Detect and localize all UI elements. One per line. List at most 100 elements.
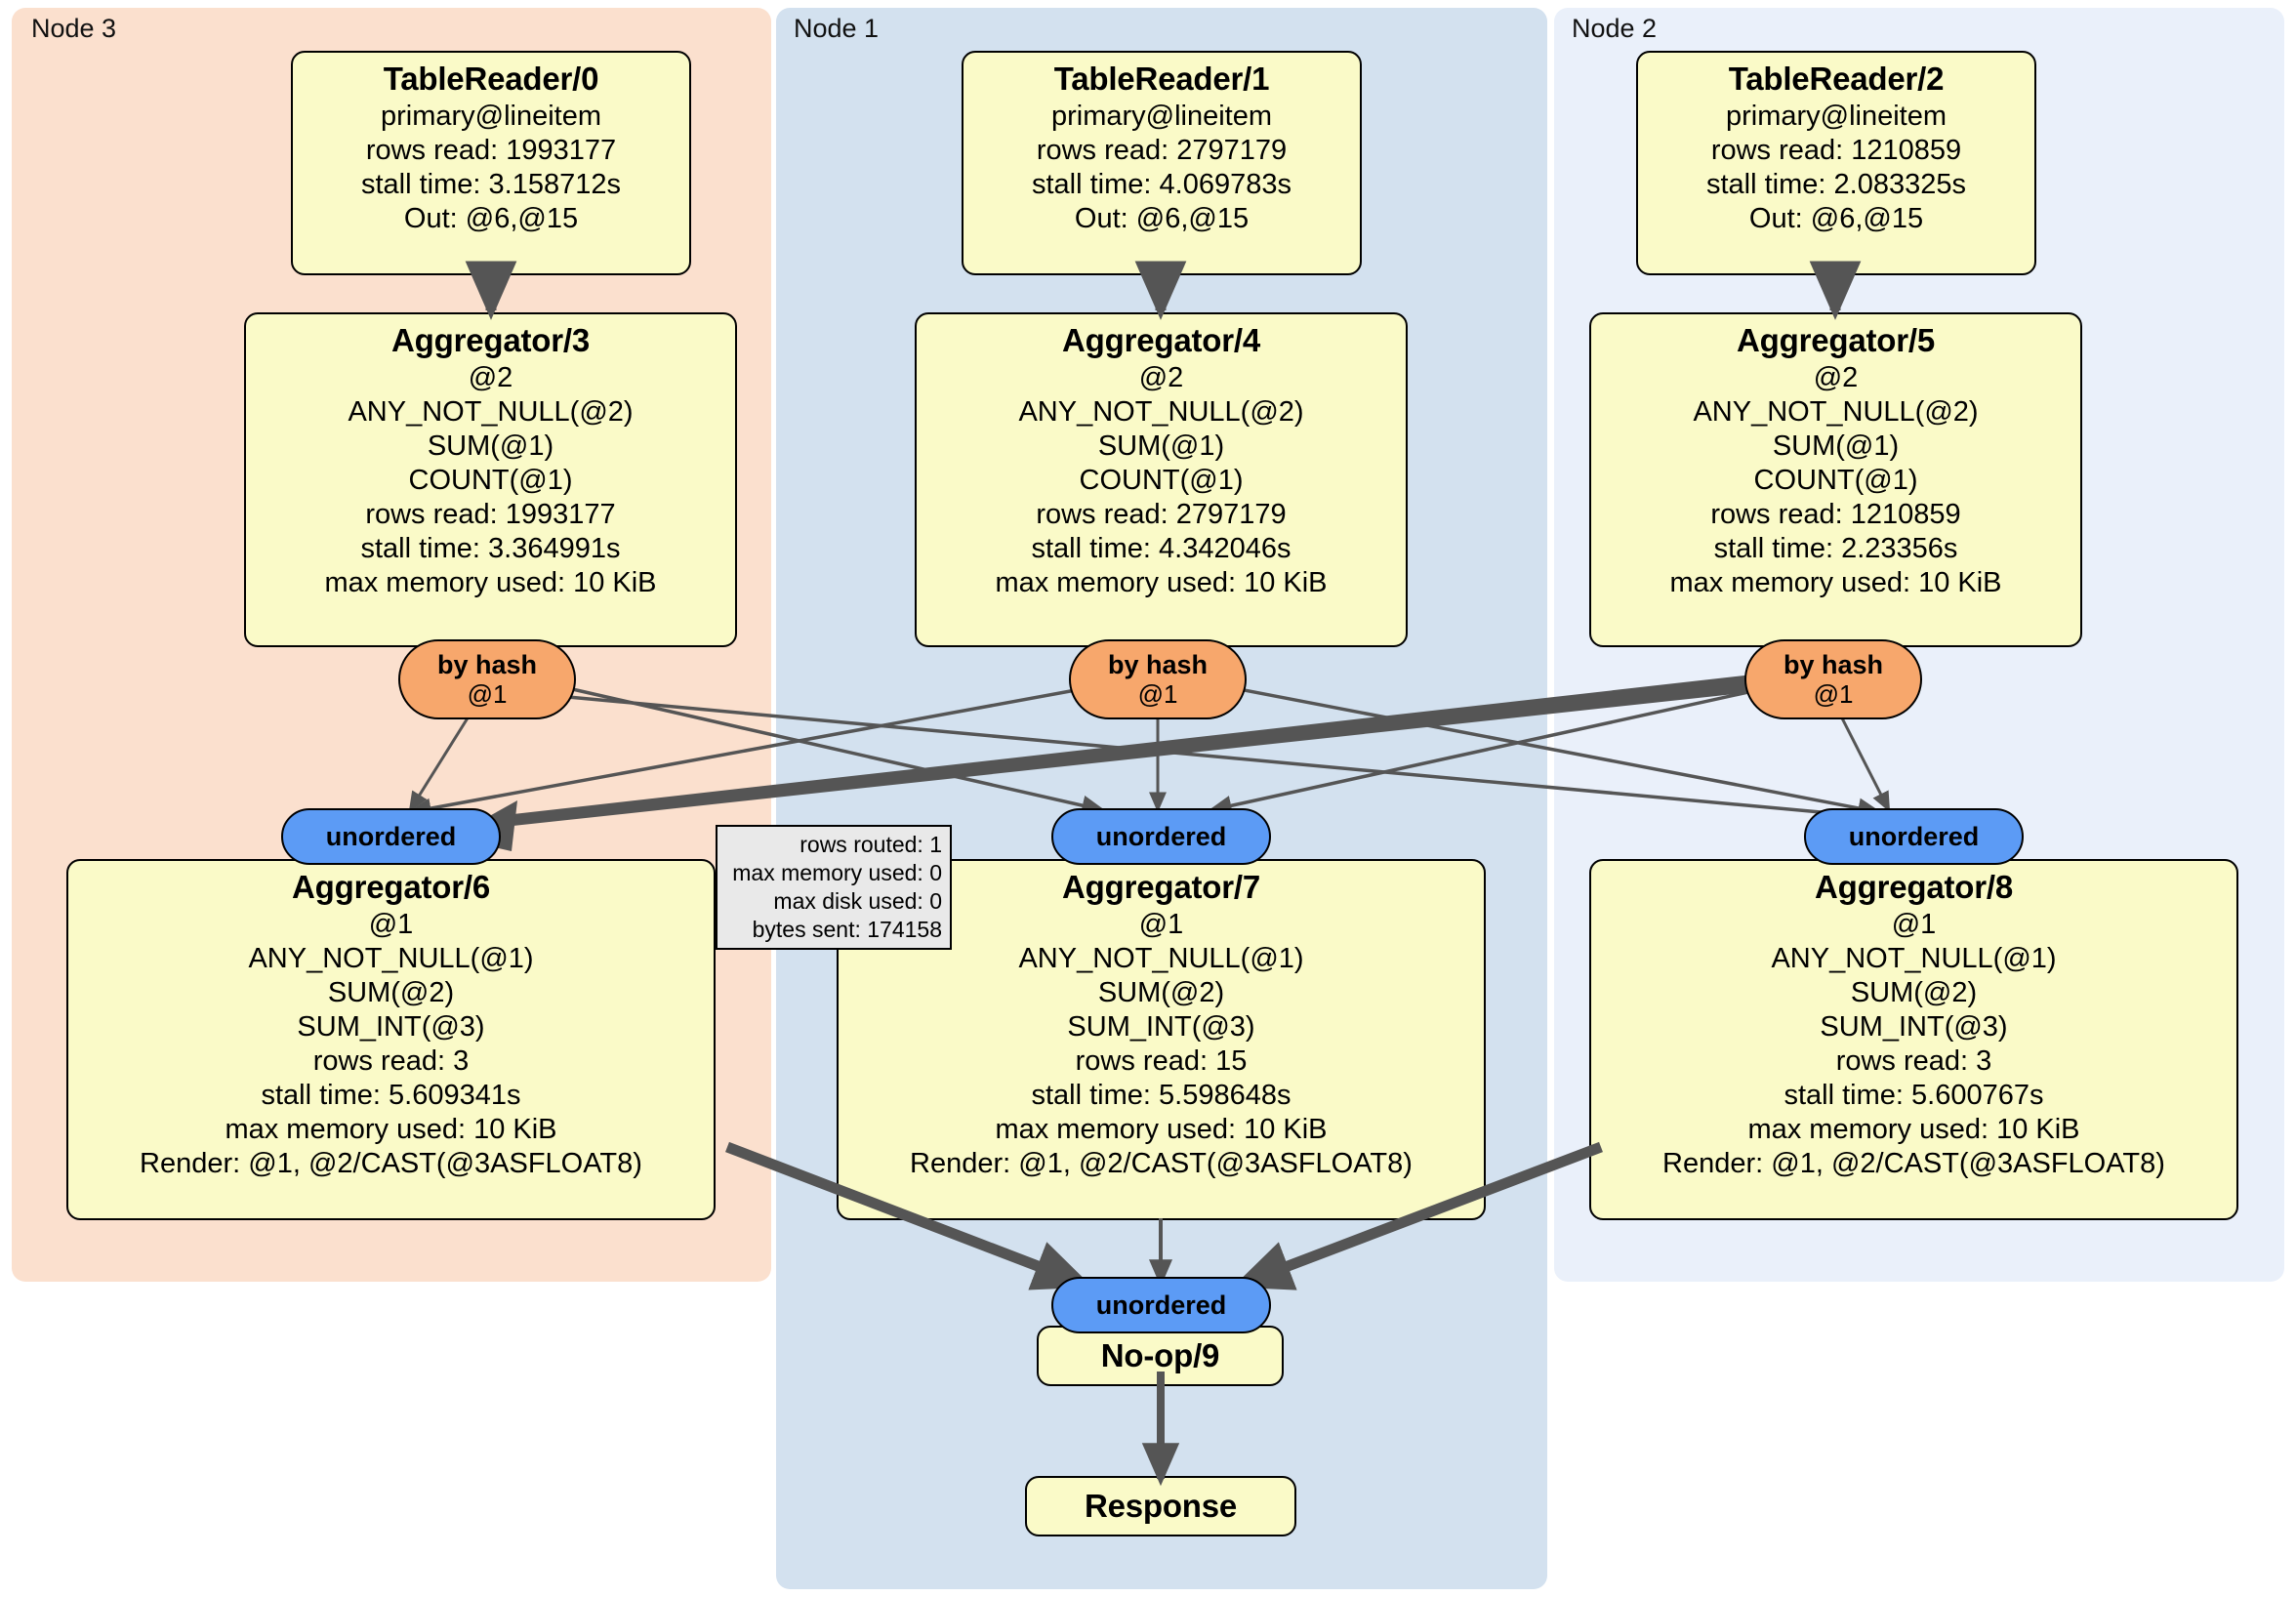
node-detail: SUM(@1) [427,430,554,462]
node-detail: ANY_NOT_NULL(@2) [1693,396,1979,428]
node-detail: SUM(@1) [1772,430,1900,462]
node-aggregator4[interactable]: Aggregator/4 @2 ANY_NOT_NULL(@2) SUM(@1)… [915,312,1408,647]
node-detail: primary@lineitem [380,101,602,132]
node-detail: SUM(@1) [1097,430,1225,462]
node-detail: stall time: 3.158712s [361,169,621,200]
node-response[interactable]: Response [1025,1476,1296,1536]
node-tablereader1[interactable]: TableReader/1 primary@lineitem rows read… [962,51,1362,275]
router-subtitle: @1 [1813,679,1854,709]
node-tablereader0[interactable]: TableReader/0 primary@lineitem rows read… [291,51,691,275]
node-title: Aggregator/4 [1062,322,1260,358]
node-detail: max memory used: 10 KiB [995,567,1328,598]
node-detail: max memory used: 10 KiB [995,1114,1328,1145]
node-detail: rows read: 1210859 [1710,135,1962,166]
node-detail: max memory used: 10 KiB [1669,567,2002,598]
stats-line: rows routed: 1 [800,832,942,857]
node-detail: rows read: 3 [312,1045,470,1077]
router-title: by hash [1107,650,1209,679]
node-detail: @1 [368,909,414,940]
node-detail: Out: @6,@15 [403,203,579,234]
node-detail: COUNT(@1) [408,465,573,496]
router-title: by hash [436,650,538,679]
node-title: Aggregator/3 [391,322,590,358]
node-detail: Render: @1, @2/CAST(@3ASFLOAT8) [910,1148,1413,1179]
router-unordered-node1[interactable]: unordered [1051,808,1271,865]
router-subtitle: @1 [1137,679,1178,709]
node-detail: Out: @6,@15 [1748,203,1924,234]
stats-line: max memory used: 0 [732,860,942,885]
node-detail: COUNT(@1) [1753,465,1918,496]
stats-line: max disk used: 0 [773,888,942,914]
node-detail: SUM_INT(@3) [297,1011,485,1043]
node-title: TableReader/0 [383,61,599,97]
node-detail: SUM_INT(@3) [1820,1011,2008,1043]
node-detail: stall time: 5.609341s [261,1080,521,1111]
node-detail: stall time: 4.342046s [1031,533,1292,564]
node-detail: rows read: 2797179 [1036,499,1287,530]
node-detail: ANY_NOT_NULL(@1) [248,943,534,974]
router-subtitle: @1 [467,679,508,709]
node-detail: ANY_NOT_NULL(@1) [1771,943,2057,974]
router-unordered-node3[interactable]: unordered [281,808,501,865]
node-title: Response [1084,1488,1238,1524]
router-title: unordered [1848,822,1980,851]
node-detail: SUM(@2) [327,977,455,1008]
node-detail: stall time: 2.083325s [1706,169,1966,200]
cluster-label-node3: Node 3 [31,14,117,43]
node-aggregator6[interactable]: Aggregator/6 @1 ANY_NOT_NULL(@1) SUM(@2)… [66,859,716,1220]
node-detail: stall time: 4.069783s [1032,169,1292,200]
node-detail: SUM_INT(@3) [1067,1011,1255,1043]
node-detail: @1 [1138,909,1184,940]
node-detail: Out: @6,@15 [1074,203,1250,234]
router-by-hash-node2[interactable]: by hash @1 [1744,639,1922,719]
node-detail: stall time: 5.600767s [1784,1080,2044,1111]
stats-line: bytes sent: 174158 [752,917,942,942]
router-unordered-node2[interactable]: unordered [1804,808,2024,865]
node-title: TableReader/1 [1053,61,1270,97]
node-title: Aggregator/7 [1062,869,1260,905]
node-detail: ANY_NOT_NULL(@1) [1018,943,1304,974]
router-by-hash-node1[interactable]: by hash @1 [1069,639,1247,719]
node-title: Aggregator/5 [1737,322,1935,358]
node-title: Aggregator/8 [1815,869,2013,905]
node-title: TableReader/2 [1728,61,1945,97]
node-detail: @2 [468,362,513,393]
node-detail: rows read: 15 [1075,1045,1248,1077]
node-detail: rows read: 1993177 [365,135,617,166]
node-detail: ANY_NOT_NULL(@2) [348,396,634,428]
node-detail: @1 [1891,909,1937,940]
node-detail: @2 [1813,362,1859,393]
node-noop9[interactable]: No-op/9 [1037,1326,1284,1386]
node-aggregator8[interactable]: Aggregator/8 @1 ANY_NOT_NULL(@1) SUM(@2)… [1589,859,2238,1220]
cluster-label-node1: Node 1 [794,14,880,43]
node-aggregator3[interactable]: Aggregator/3 @2 ANY_NOT_NULL(@2) SUM(@1)… [244,312,737,647]
node-title: No-op/9 [1100,1337,1220,1373]
router-title: unordered [325,822,457,851]
node-detail: stall time: 5.598648s [1031,1080,1292,1111]
node-detail: rows read: 1210859 [1710,499,1961,530]
node-detail: primary@lineitem [1725,101,1948,132]
router-title: unordered [1095,1290,1227,1320]
node-tablereader2[interactable]: TableReader/2 primary@lineitem rows read… [1636,51,2036,275]
node-detail: COUNT(@1) [1079,465,1244,496]
node-detail: stall time: 3.364991s [360,533,621,564]
node-detail: rows read: 2797179 [1036,135,1288,166]
node-detail: Render: @1, @2/CAST(@3ASFLOAT8) [1662,1148,2165,1179]
node-detail: @2 [1138,362,1184,393]
node-detail: stall time: 2.23356s [1713,533,1958,564]
node-title: Aggregator/6 [292,869,490,905]
edge-stats-tooltip: rows routed: 1 max memory used: 0 max di… [716,825,952,950]
node-detail: ANY_NOT_NULL(@2) [1018,396,1304,428]
node-aggregator5[interactable]: Aggregator/5 @2 ANY_NOT_NULL(@2) SUM(@1)… [1589,312,2082,647]
router-title: by hash [1783,650,1884,679]
router-unordered-final[interactable]: unordered [1051,1277,1271,1333]
node-detail: max memory used: 10 KiB [225,1114,557,1145]
node-detail: rows read: 3 [1835,1045,1992,1077]
router-by-hash-node3[interactable]: by hash @1 [398,639,576,719]
node-detail: SUM(@2) [1097,977,1225,1008]
node-detail: max memory used: 10 KiB [324,567,657,598]
node-detail: Render: @1, @2/CAST(@3ASFLOAT8) [140,1148,642,1179]
node-detail: primary@lineitem [1050,101,1273,132]
node-detail: rows read: 1993177 [365,499,616,530]
